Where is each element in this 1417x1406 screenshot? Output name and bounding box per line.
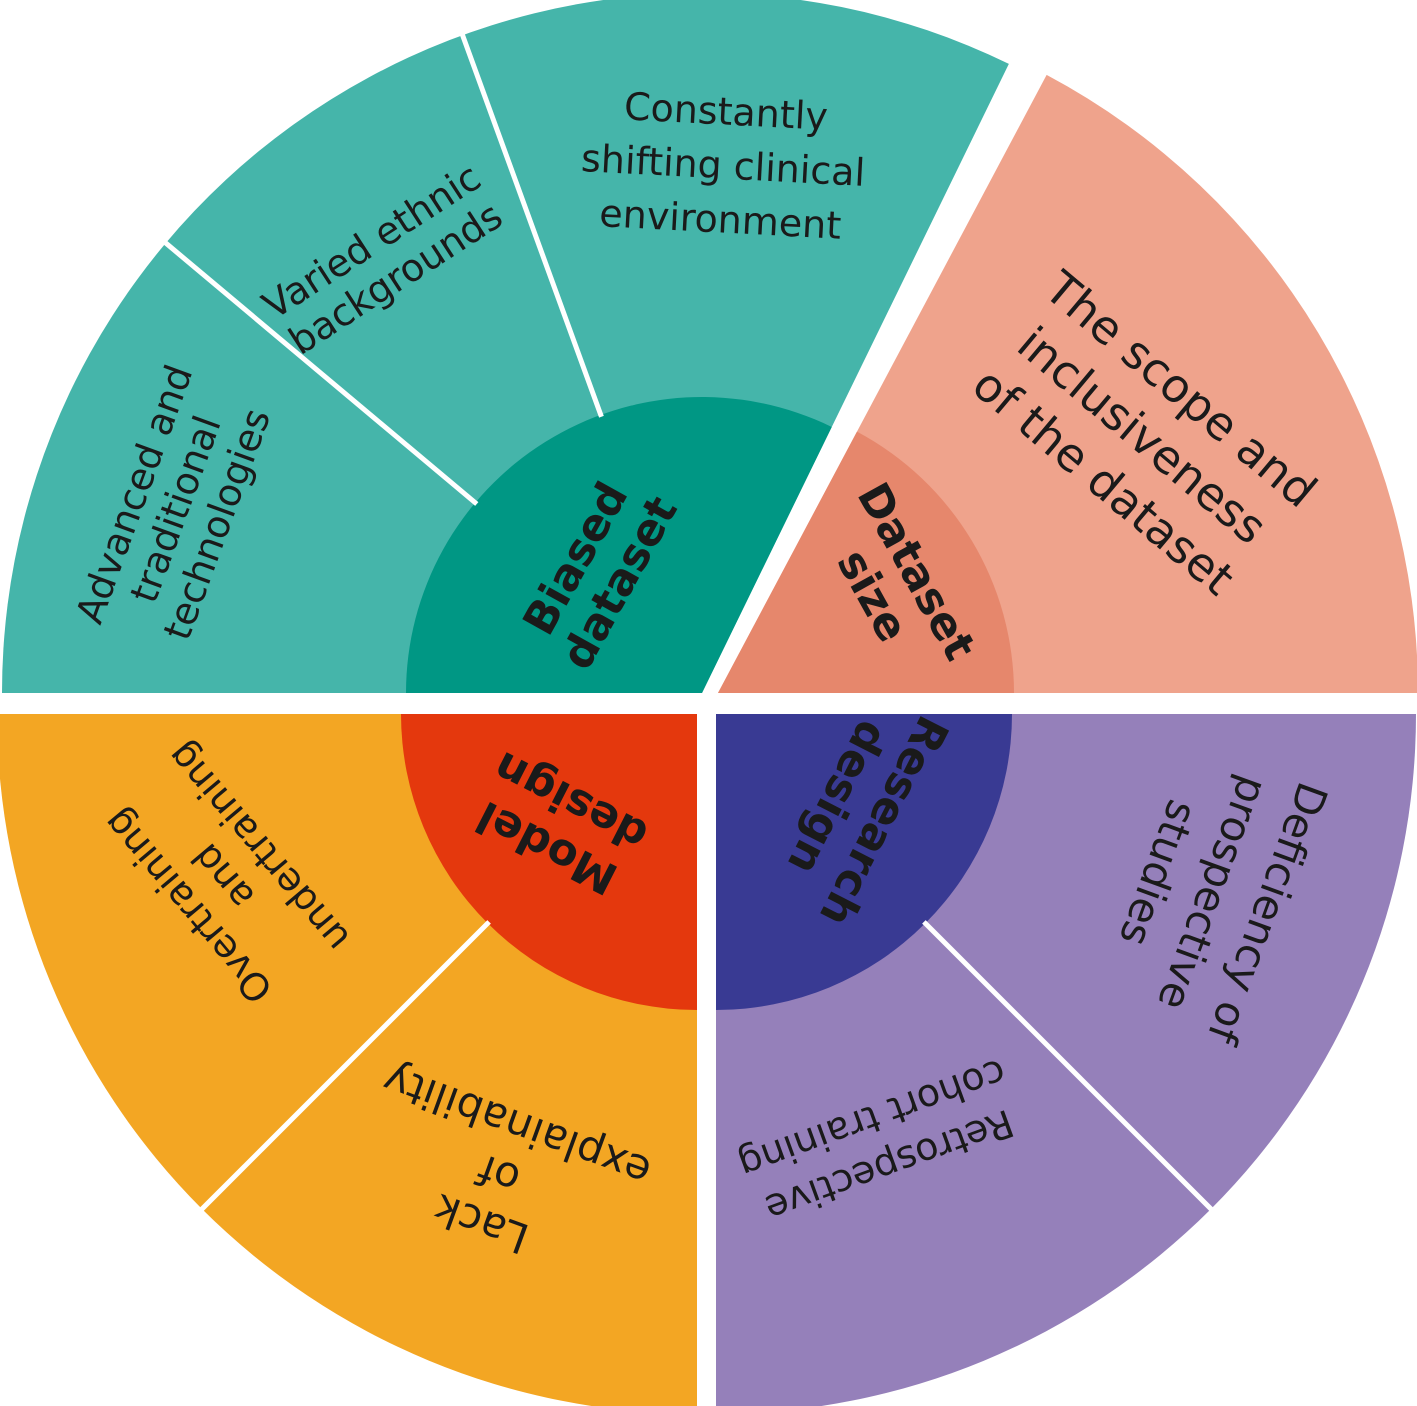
text-line: Constantly — [623, 84, 829, 139]
biased-dataset-divider-2 — [458, 30, 604, 418]
model-design-divider — [197, 920, 491, 1214]
segment-biased-dataset: Biaseddataset Advanced andtraditionaltec… — [2, 0, 1009, 693]
biased-dataset-inner-wedge — [406, 397, 832, 693]
research-design-divider — [922, 920, 1216, 1214]
model-design-inner-wedge — [401, 714, 697, 1010]
research-design-inner-wedge — [716, 714, 1012, 1010]
segment-dataset-size: Datasetsize The scope andinclusivenessof… — [718, 74, 1417, 693]
segment-model-design: Modeldesign Lackofexplainability Overtra… — [0, 714, 697, 1406]
biased-dataset-divider-1 — [161, 238, 479, 506]
dataset-size-inner-wedge — [718, 431, 1014, 693]
segment-research-design: Researchdesign Deficiency ofprospectives… — [716, 708, 1416, 1406]
